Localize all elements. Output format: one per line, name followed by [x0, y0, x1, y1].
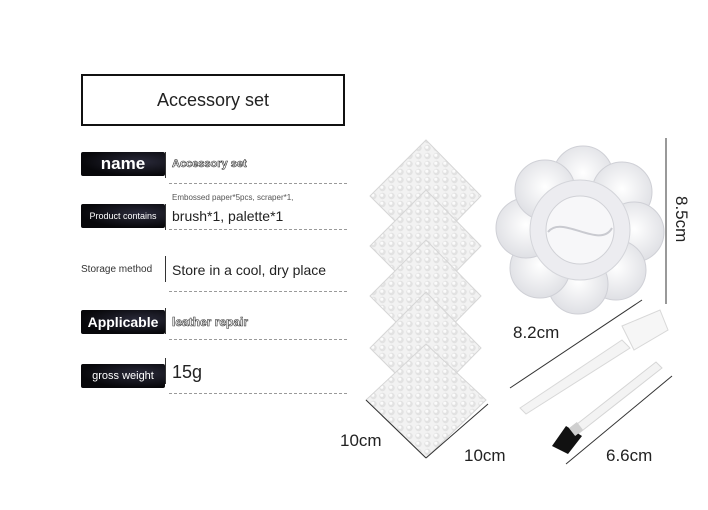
brush-length-label: 6.6cm: [606, 446, 653, 465]
spec-value-contents-line1: Embossed paper*5pcs, scraper*1,: [172, 193, 294, 202]
paper-width-label: 10cm: [340, 431, 382, 450]
spec-row-applicable: Applicable leather repair: [81, 304, 347, 340]
spec-underline: [169, 393, 347, 394]
spec-label-storage: Storage method: [81, 264, 153, 275]
spec-divider: [165, 152, 166, 178]
paper-height-line: [425, 403, 489, 459]
brush-length-line: [565, 375, 673, 465]
spec-value-name: Accessory set: [172, 158, 247, 171]
paper-width-line: [365, 399, 427, 459]
spec-underline: [169, 291, 347, 292]
spec-value-contents-line2: brush*1, palette*1: [172, 208, 284, 224]
brush: [552, 361, 663, 454]
spec-label-weight: gross weight: [81, 364, 165, 388]
palette: [495, 145, 665, 315]
spec-value-storage: Store in a cool, dry place: [172, 262, 327, 278]
scraper: [519, 309, 669, 415]
spec-underline: [169, 229, 347, 230]
spec-label-contents: Product contains: [81, 204, 165, 228]
spec-divider: [165, 358, 166, 384]
spec-label-name: name: [81, 152, 165, 176]
spec-divider: [165, 204, 166, 230]
title-text: Accessory set: [156, 89, 270, 110]
palette-height-label: 8.5cm: [672, 196, 691, 243]
spec-divider: [165, 256, 166, 282]
spec-value-weight: 15g: [172, 362, 203, 382]
spec-underline: [169, 339, 347, 340]
spec-row-storage: Storage method Store in a cool, dry plac…: [81, 252, 347, 292]
spec-value-applicable: leather repair: [172, 315, 249, 330]
spec-row-name: name Accessory set: [81, 148, 347, 184]
spec-underline: [169, 183, 347, 184]
spec-row-weight: gross weight 15g: [81, 354, 347, 394]
scraper-length-label: 8.2cm: [513, 323, 560, 342]
paper-height-label: 10cm: [464, 446, 506, 465]
scraper-length-line: [509, 299, 643, 389]
spec-row-contents: Product contains Embossed paper*5pcs, sc…: [81, 193, 347, 230]
embossed-paper-stack: [365, 139, 487, 459]
spec-divider: [165, 308, 166, 334]
title-box: Accessory set: [81, 74, 345, 126]
spec-label-applicable: Applicable: [81, 310, 165, 334]
